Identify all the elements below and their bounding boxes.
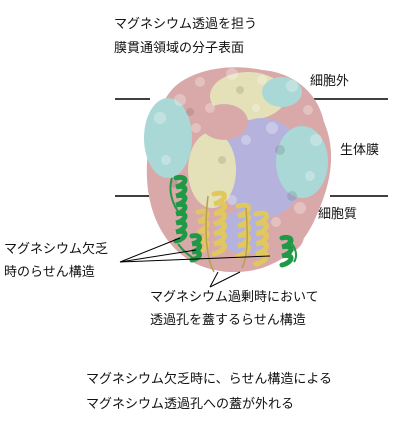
helix-backbones — [205, 195, 248, 273]
left-label-line2: 時のらせん構造 — [4, 265, 95, 280]
yellow-helix-2 — [235, 202, 251, 259]
cytoplasm-label: 細胞質 — [318, 207, 358, 222]
surface-region-cyan-right — [276, 126, 328, 198]
surface-region-cyan-left — [144, 98, 192, 178]
yellow-helix-3 — [253, 210, 269, 267]
yellow-helices — [195, 190, 269, 267]
top-label-line1: マグネシウム透過を担う — [114, 17, 258, 32]
top-label-line2: 膜貫通領域の分子表面 — [114, 41, 245, 56]
surface-texture — [154, 68, 322, 227]
pointer-left-to-green-2 — [119, 249, 197, 263]
green-helix-left — [173, 174, 188, 244]
surface-region-pink-center — [200, 104, 248, 140]
yellow-helix-4 — [195, 208, 210, 255]
pointer-left-to-green-1 — [119, 237, 181, 263]
yellow-helix-1 — [211, 190, 227, 257]
green-helices — [173, 174, 294, 268]
caption-line1: マグネシウム欠乏時に、らせん構造による — [86, 372, 332, 387]
pointer-bottom-to-yellow-1 — [209, 271, 219, 288]
left-label-line1: マグネシウム欠乏 — [4, 242, 109, 257]
green-helix-bottom-left — [189, 233, 202, 263]
surface-region-cream-center — [188, 132, 236, 208]
bottom-label-line2: 透過孔を蓋するらせん構造 — [150, 313, 306, 328]
bottom-label-line1: マグネシウム過剰時において — [150, 290, 319, 305]
green-helix-right — [279, 234, 294, 268]
pointer-lines — [119, 237, 271, 288]
pointer-bottom-to-yellow-2 — [209, 271, 241, 288]
extracellular-label: 細胞外 — [310, 74, 350, 89]
pointer-left-to-green-3 — [119, 255, 271, 263]
caption-line2: マグネシウム透過孔への蓋が外れる — [86, 397, 295, 412]
membrane-label: 生体膜 — [340, 143, 380, 158]
surface-region-cyan-top — [262, 77, 302, 107]
